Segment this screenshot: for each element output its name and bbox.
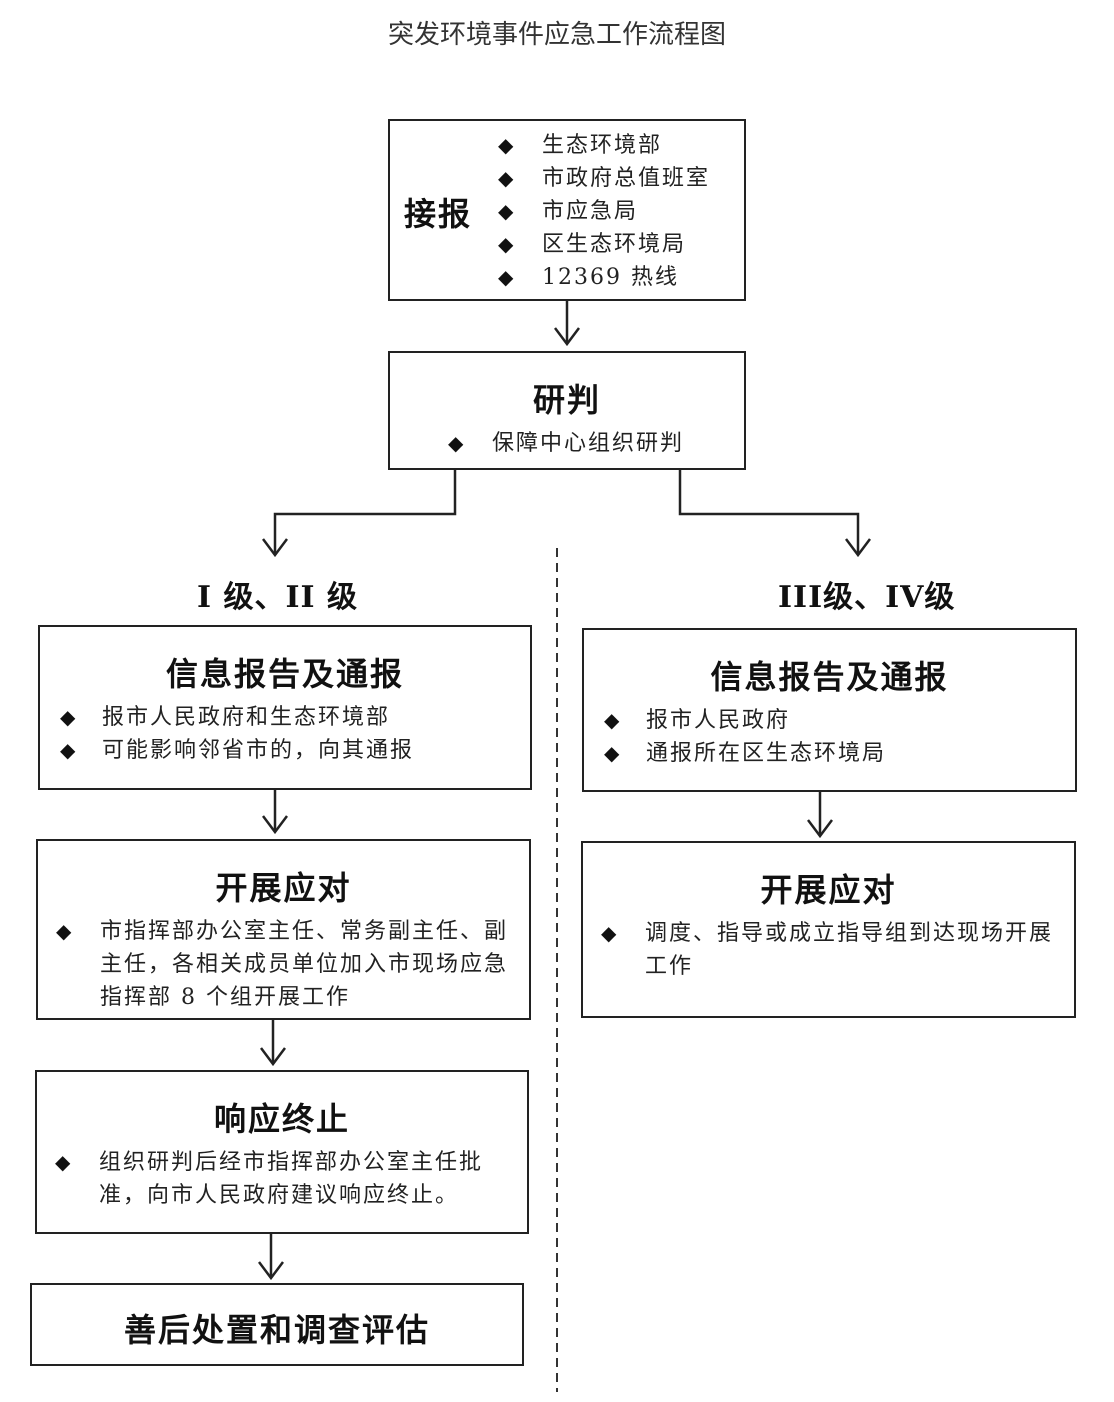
left-level-label: I 级、II 级 bbox=[197, 580, 358, 615]
diamond-icon: ◆ bbox=[498, 232, 516, 256]
diamond-icon: ◆ bbox=[60, 705, 78, 729]
list-item-text: 报市人民政府 bbox=[646, 708, 791, 733]
right-level-label: III级、IV级 bbox=[778, 580, 956, 615]
arrowhead-icon bbox=[258, 1261, 284, 1281]
list-item: ◆ 通报所在区生态环境局 bbox=[604, 737, 1064, 770]
left-terminate-heading: 响应终止 bbox=[213, 1100, 350, 1138]
list-item-text: 调度、指导或成立指导组到达现场开展工作 bbox=[645, 921, 1054, 979]
arrowhead-icon bbox=[554, 327, 580, 347]
list-item: ◆ 报市人民政府和生态环境部 bbox=[60, 701, 520, 734]
receive-heading: 接报 bbox=[404, 195, 473, 233]
right-report-list: ◆ 报市人民政府 ◆ 通报所在区生态环境局 bbox=[604, 704, 1064, 770]
diamond-icon: ◆ bbox=[498, 199, 516, 223]
left-response-list: ◆ 市指挥部办公室主任、常务副主任、副主任，各相关成员单位加入市现场应急指挥部 8… bbox=[56, 915, 516, 1014]
left-aftermath-box: 善后处置和调查评估 bbox=[30, 1283, 524, 1366]
arrowhead-icon bbox=[260, 1047, 286, 1067]
arrowhead-icon bbox=[807, 819, 833, 839]
diamond-icon: ◆ bbox=[56, 919, 74, 943]
list-item: ◆ 报市人民政府 bbox=[604, 704, 1064, 737]
left-response-box: 开展应对 ◆ 市指挥部办公室主任、常务副主任、副主任，各相关成员单位加入市现场应急… bbox=[36, 839, 531, 1020]
left-response-heading: 开展应对 bbox=[215, 869, 352, 907]
list-item-text: 通报所在区生态环境局 bbox=[646, 741, 887, 766]
list-item: ◆ 调度、指导或成立指导组到达现场开展工作 bbox=[601, 917, 1061, 983]
diamond-icon: ◆ bbox=[601, 921, 619, 945]
diamond-icon: ◆ bbox=[604, 741, 622, 765]
arrowhead-icon bbox=[262, 815, 288, 835]
diamond-icon: ◆ bbox=[448, 431, 466, 455]
diamond-icon: ◆ bbox=[60, 738, 78, 762]
right-report-box: 信息报告及通报 ◆ 报市人民政府 ◆ 通报所在区生态环境局 bbox=[582, 628, 1077, 792]
arrowhead-icon bbox=[262, 538, 288, 558]
diamond-icon: ◆ bbox=[604, 708, 622, 732]
list-item: ◆ 保障中心组织研判 bbox=[448, 427, 684, 460]
diamond-icon: ◆ bbox=[498, 133, 516, 157]
list-item: ◆ 市政府总值班室 bbox=[498, 162, 710, 195]
list-item-text: 市指挥部办公室主任、常务副主任、副主任，各相关成员单位加入市现场应急指挥部 8 … bbox=[100, 919, 509, 1010]
left-report-list: ◆ 报市人民政府和生态环境部 ◆ 可能影响邻省市的，向其通报 bbox=[60, 701, 520, 767]
right-response-list: ◆ 调度、指导或成立指导组到达现场开展工作 bbox=[601, 917, 1061, 983]
list-item: ◆ 市应急局 bbox=[498, 195, 710, 228]
diamond-icon: ◆ bbox=[55, 1150, 73, 1174]
left-aftermath-heading: 善后处置和调查评估 bbox=[123, 1311, 430, 1349]
list-item: ◆ 12369 热线 bbox=[498, 261, 710, 294]
assess-box: 研判 ◆ 保障中心组织研判 bbox=[388, 351, 746, 470]
diamond-icon: ◆ bbox=[498, 166, 516, 190]
list-item-text: 区生态环境局 bbox=[542, 232, 687, 257]
right-response-box: 开展应对 ◆ 调度、指导或成立指导组到达现场开展工作 bbox=[581, 841, 1076, 1018]
left-report-heading: 信息报告及通报 bbox=[165, 655, 404, 693]
list-item: ◆ 区生态环境局 bbox=[498, 228, 710, 261]
list-item: ◆ 可能影响邻省市的，向其通报 bbox=[60, 734, 520, 767]
list-item-text: 市应急局 bbox=[542, 199, 639, 224]
receive-source-list: ◆ 生态环境部 ◆ 市政府总值班室 ◆ 市应急局 ◆ 区生态环境局 ◆ 12369 热线 bbox=[498, 129, 710, 294]
list-item: ◆ 组织研判后经市指挥部办公室主任批准，向市人民政府建议响应终止。 bbox=[55, 1146, 515, 1212]
connector-assess-right bbox=[678, 470, 860, 553]
diagram-title: 突发环境事件应急工作流程图 bbox=[387, 20, 726, 50]
list-item: ◆ 生态环境部 bbox=[498, 129, 710, 162]
left-report-box: 信息报告及通报 ◆ 报市人民政府和生态环境部 ◆ 可能影响邻省市的，向其通报 bbox=[38, 625, 532, 790]
arrowhead-icon bbox=[845, 538, 871, 558]
list-item-text: 12369 热线 bbox=[542, 265, 679, 290]
list-item-text: 保障中心组织研判 bbox=[492, 431, 685, 456]
left-terminate-box: 响应终止 ◆ 组织研判后经市指挥部办公室主任批准，向市人民政府建议响应终止。 bbox=[35, 1070, 529, 1234]
right-report-heading: 信息报告及通报 bbox=[710, 658, 949, 696]
list-item-text: 可能影响邻省市的，向其通报 bbox=[102, 738, 415, 763]
connector-assess-left bbox=[273, 470, 457, 553]
assess-list: ◆ 保障中心组织研判 bbox=[448, 427, 684, 460]
receive-box: 接报 ◆ 生态环境部 ◆ 市政府总值班室 ◆ 市应急局 ◆ 区生态环境局 ◆ 12369 … bbox=[388, 119, 746, 301]
right-response-heading: 开展应对 bbox=[760, 871, 897, 909]
list-item-text: 市政府总值班室 bbox=[542, 166, 711, 191]
list-item-text: 组织研判后经市指挥部办公室主任批准，向市人民政府建议响应终止。 bbox=[99, 1150, 484, 1208]
list-item-text: 生态环境部 bbox=[542, 133, 663, 158]
list-item-text: 报市人民政府和生态环境部 bbox=[102, 705, 391, 730]
left-terminate-list: ◆ 组织研判后经市指挥部办公室主任批准，向市人民政府建议响应终止。 bbox=[55, 1146, 515, 1212]
list-item: ◆ 市指挥部办公室主任、常务副主任、副主任，各相关成员单位加入市现场应急指挥部 8… bbox=[56, 915, 516, 1014]
diamond-icon: ◆ bbox=[498, 265, 516, 289]
assess-heading: 研判 bbox=[532, 381, 601, 419]
